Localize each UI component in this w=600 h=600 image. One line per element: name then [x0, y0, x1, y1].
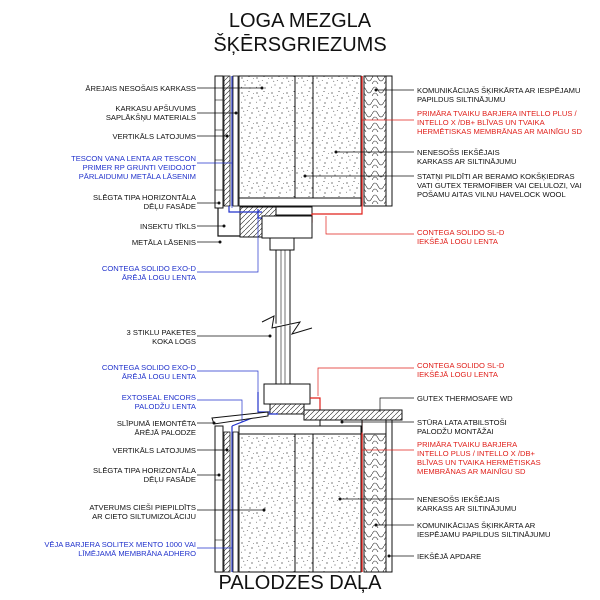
label-facade-boards-bottom: SLĒGTA TIPA HORIZONTĀLA DĒĻU FASĀDE	[93, 466, 196, 484]
thermosafe-board	[303, 409, 403, 421]
label-interior-finish: IEKŠĒJĀ APDARE	[417, 552, 482, 561]
label-corner-batten: STŪRA LATA ATBILSTOŠI PALODŽU MONTĀŽAI	[417, 418, 507, 436]
upper-inner-frame	[312, 75, 362, 199]
label-vapour-barrier-bottom: PRIMĀRA TVAIKU BARJERA INTELLO PLUS / IN…	[417, 440, 541, 476]
label-extoseal-tape: EXTOSEAL ENCORS PALODŽU LENTA	[121, 393, 196, 411]
lower-service-cavity	[363, 433, 387, 573]
label-service-cavity-bottom: KOMUNIKĀCIJAS ŠĶIRKĀRTA AR IESPĒJAMU PAP…	[417, 521, 551, 539]
upper-metal-flashing	[217, 208, 240, 237]
window-sill-frame	[263, 383, 311, 405]
label-inner-frame-bottom: NENESOŠS IEKŠĒJAIS KARKASS AR SILTINĀJUM…	[417, 495, 517, 513]
window-head-frame	[261, 215, 313, 239]
triple-glazing	[275, 249, 291, 391]
bottom-title: PALODZES DAĻA	[218, 572, 382, 594]
label-sl-tape-top: CONTEGA SOLIDO SL-D IEKŠĒJĀ LOGU LENTA	[417, 228, 505, 246]
upper-vertical-batten	[223, 75, 231, 207]
window-unit	[231, 215, 363, 440]
break-line	[261, 315, 313, 335]
lower-sheathing	[232, 431, 239, 573]
label-vapour-barrier-top: PRIMĀRA TVAIKU BARJERA INTELLO PLUS / IN…	[417, 109, 582, 136]
label-vertical-battens: VERTIKĀLS LATOJUMS	[112, 132, 196, 141]
lower-outer-insulation	[238, 433, 296, 573]
upper-bottom-plate	[238, 197, 362, 207]
lower-top-plate	[238, 425, 362, 435]
lower-vertical-batten	[223, 431, 231, 573]
label-opening-insulation: ATVERUMS CIEŠI PIEPILDĪTS AR CIETO SILTU…	[89, 503, 196, 521]
upper-outer-insulation	[238, 75, 296, 199]
title-line-2: ŠĶĒRSGRIEZUMS	[213, 34, 387, 56]
lower-inner-frame	[312, 433, 362, 573]
upper-service-cavity	[363, 75, 387, 207]
upper-sheathing	[232, 75, 239, 207]
leader-lines-red	[317, 119, 414, 451]
label-thermosafe: GUTEX THERMOSAFE WD	[417, 394, 513, 403]
label-metal-flashing: METĀLA LĀSENIS	[131, 238, 196, 247]
label-frame-sheathing: KARKASU APŠUVUMS SAPLĀKŠŅU MATERIALS	[105, 104, 196, 122]
title-line-1: LOGA MEZGLA	[228, 10, 372, 32]
label-outer-frame: ĀREJAIS NESOŠAIS KARKASS	[85, 84, 196, 93]
leader-lines-blue	[197, 162, 259, 549]
lower-wall-section	[211, 409, 403, 573]
label-tescon-tape: TESCON VANA LENTA AR TESCON PRIMER RP GR…	[71, 154, 196, 181]
label-outer-sill: SLĪPUMĀ IEMONTĒTA ĀRĒJĀ PALODZE	[116, 419, 196, 437]
label-wind-barrier: VĒJA BARJERA SOLITEX MENTO 1000 VAI LĪMĒ…	[44, 540, 196, 558]
label-inner-frame-top: NENESOŠS IEKŠĒJAIS KARKASS AR SILTINĀJUM…	[417, 148, 517, 166]
leader-lines	[197, 87, 414, 557]
upper-stud-fill	[294, 75, 314, 199]
label-insect-mesh: INSEKTU TĪKLS	[140, 222, 196, 231]
label-triple-glazing: 3 STIKLU PAKETES KOKA LOGS	[126, 328, 197, 346]
lower-stud-fill	[294, 433, 314, 573]
lower-facade-boards	[214, 425, 224, 573]
label-stud-fill: STATŅI PILDĪTI AR BERAMO KOKŠĶIEDRAS VAT…	[417, 172, 582, 199]
lower-interior-finish	[385, 419, 393, 573]
leader-dots	[212, 86, 391, 558]
upper-tescon-tape	[228, 206, 262, 213]
label-exo-tape-bottom: CONTEGA SOLIDO EXO-D ĀRĒJĀ LOGU LENTA	[101, 363, 196, 381]
upper-interior-finish	[385, 75, 393, 207]
label-service-cavity-top: KOMUNIKĀCIJAS ŠĶIRKĀRTA AR IESPĒJAMU PAP…	[417, 86, 581, 104]
label-facade-boards-top: SLĒGTA TIPA HORIZONTĀLA DĒĻU FASĀDE	[93, 193, 196, 211]
label-exo-tape-top: CONTEGA SOLIDO EXO-D ĀRĒJĀ LOGU LENTA	[101, 264, 196, 282]
upper-facade-boards	[214, 75, 224, 209]
upper-wall-section	[214, 75, 393, 238]
label-sl-tape-bottom: CONTEGA SOLIDO SL-D IEKŠĒJĀ LOGU LENTA	[417, 361, 505, 379]
label-vertical-battens-bottom: VERTIKĀLS LATOJUMS	[112, 446, 196, 455]
